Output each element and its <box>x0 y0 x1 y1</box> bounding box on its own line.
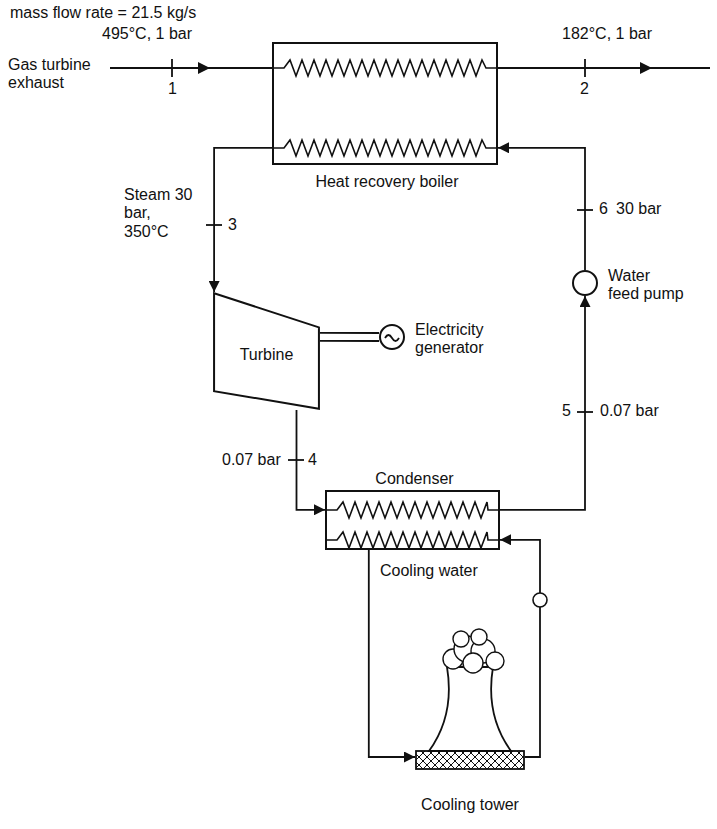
pipe-connector <box>369 550 415 757</box>
shaft-line <box>320 332 379 334</box>
state-label: 30 bar <box>614 200 663 218</box>
node-label: Condenser <box>375 470 453 488</box>
feed-pump: Water feed pump <box>572 270 598 296</box>
state-label: 6 <box>597 200 610 218</box>
tower-base <box>416 751 524 769</box>
state-tick <box>288 459 304 461</box>
state-label: 5 <box>560 402 573 420</box>
node-label: Electricity generator <box>415 321 510 358</box>
steam-plume <box>486 652 504 670</box>
pipe-connector <box>500 296 585 510</box>
pipe-line <box>369 550 415 757</box>
state-label: 4 <box>306 451 319 469</box>
pipe-connector <box>498 148 585 270</box>
heat-exchanger-coil <box>325 502 500 518</box>
pipe-connector <box>500 540 540 757</box>
node-label: Turbine <box>240 346 294 364</box>
state-tick <box>584 59 586 77</box>
flow-arrow <box>640 62 652 74</box>
steam-turbine: Turbine <box>213 292 320 410</box>
turbine-shape <box>214 293 319 409</box>
state-label: Steam 30 bar, 350°C <box>122 186 196 241</box>
node-label: Heat recovery boiler <box>315 173 458 191</box>
condenser: Condenser <box>325 490 500 550</box>
state-label: Cooling water <box>378 562 480 580</box>
node-label: Water feed pump <box>608 267 684 304</box>
heat-exchanger-coil <box>272 60 498 76</box>
state-label: Gas turbine exhaust <box>6 56 110 93</box>
state-label: 495°C, 1 bar <box>100 25 194 43</box>
state-label: 3 <box>226 216 239 234</box>
pipe-line <box>500 296 585 510</box>
state-tick <box>206 224 222 226</box>
cooling-tower: Cooling tower <box>415 625 525 790</box>
tilde-symbol <box>385 335 399 341</box>
flow-arrow <box>198 62 210 74</box>
state-label: 0.07 bar <box>598 402 661 420</box>
pipe-connector <box>320 333 379 341</box>
heat-exchanger-coil <box>272 140 498 156</box>
tower-illustration <box>415 625 525 790</box>
state-label: 1 <box>166 80 179 98</box>
tower-shell <box>429 667 511 751</box>
node-label: Cooling tower <box>421 796 519 814</box>
heat-exchanger-coil <box>325 532 500 548</box>
pipe-line <box>214 148 272 292</box>
state-tick <box>577 209 593 211</box>
state-label: 0.07 bar <box>220 451 283 469</box>
state-label: 182°C, 1 bar <box>560 25 654 43</box>
state-label: mass flow rate = 21.5 kg/s <box>8 4 198 22</box>
steam-plume <box>471 629 487 645</box>
exhaust-line <box>108 67 272 69</box>
steam-plume <box>463 653 483 673</box>
steam-plume <box>453 631 469 647</box>
state-label: 2 <box>578 80 591 98</box>
generator-symbol <box>381 326 403 348</box>
pipe-line <box>498 148 585 270</box>
electricity-generator: Electricity generator <box>379 324 405 350</box>
shaft-line <box>320 340 379 342</box>
exhaust-line <box>498 67 710 69</box>
heat-recovery-boiler: Heat recovery boiler <box>272 42 498 165</box>
state-tick <box>577 411 593 413</box>
pipe-line <box>500 540 540 757</box>
cooling-water-pump <box>533 593 547 607</box>
pipe-connector <box>214 148 272 292</box>
state-tick <box>171 59 173 77</box>
